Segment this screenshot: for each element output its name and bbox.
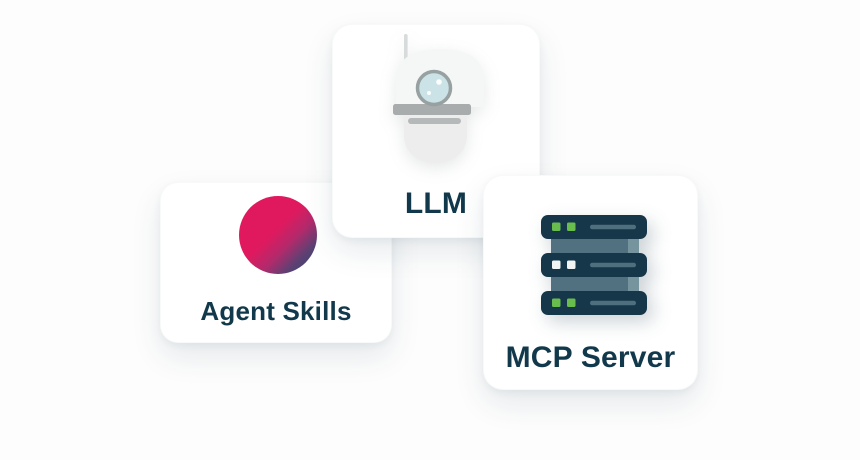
mcp-server-card: MCP Server [483, 175, 698, 390]
agent-skills-label: Agent Skills [200, 296, 352, 326]
robot-icon [393, 34, 484, 163]
llm-label: LLM [404, 187, 468, 220]
server-stack-icon [541, 215, 647, 315]
mcp-server-label: MCP Server [505, 341, 676, 374]
gradient-circle-icon [239, 196, 317, 274]
